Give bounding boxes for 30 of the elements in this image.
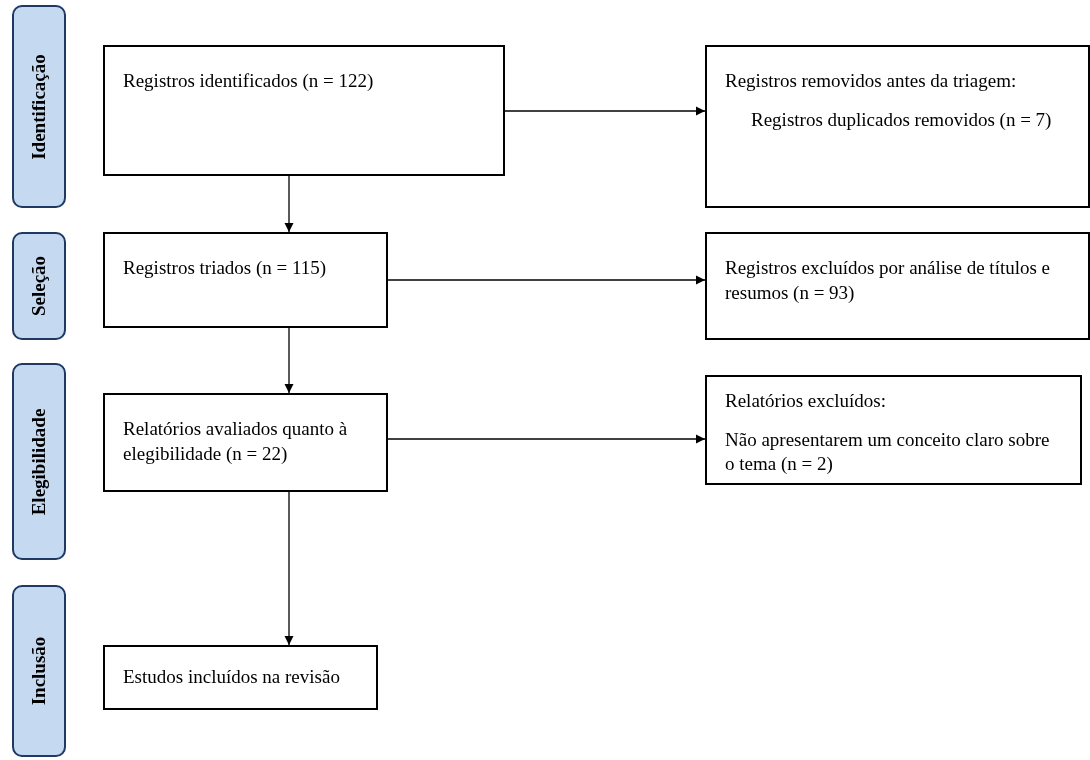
phase-band bbox=[12, 585, 66, 757]
process-box bbox=[705, 45, 1090, 208]
process-box bbox=[103, 232, 388, 328]
arrow bbox=[387, 275, 706, 285]
phase-band bbox=[12, 5, 66, 208]
box-text: Registros triados (n = 115) bbox=[123, 256, 328, 280]
box-text: Registros identificados (n = 122) bbox=[123, 69, 375, 93]
arrow bbox=[284, 327, 294, 394]
process-box bbox=[103, 393, 388, 492]
box-text: Registros excluídos por análise de títulos e resumos (n = 93) bbox=[725, 256, 1052, 305]
process-box bbox=[103, 645, 378, 710]
process-box bbox=[103, 45, 505, 176]
arrow bbox=[284, 491, 294, 646]
box-text: Registros removidos antes da triagem: bbox=[725, 69, 1018, 93]
process-box bbox=[705, 232, 1090, 340]
box-text: Relatórios excluídos: bbox=[725, 389, 887, 413]
phase-label: Identificação bbox=[28, 53, 50, 160]
box-text: Registros duplicados removidos (n = 7) bbox=[750, 107, 1053, 132]
arrow bbox=[504, 106, 706, 116]
arrow bbox=[387, 434, 706, 444]
phase-label: Seleção bbox=[28, 255, 50, 317]
box-text: Não apresentarem um conceito claro sobre o tema (n = 2) bbox=[725, 427, 1051, 477]
arrow bbox=[284, 175, 294, 233]
box-text: Relatórios avaliados quanto à elegibilidade (n = 22) bbox=[123, 417, 349, 466]
phase-label: Inclusão bbox=[28, 636, 50, 706]
process-box bbox=[705, 375, 1082, 485]
box-text: Estudos incluídos na revisão bbox=[123, 665, 341, 689]
phase-band bbox=[12, 363, 66, 560]
phase-band bbox=[12, 232, 66, 340]
phase-label: Elegibilidade bbox=[28, 408, 50, 515]
